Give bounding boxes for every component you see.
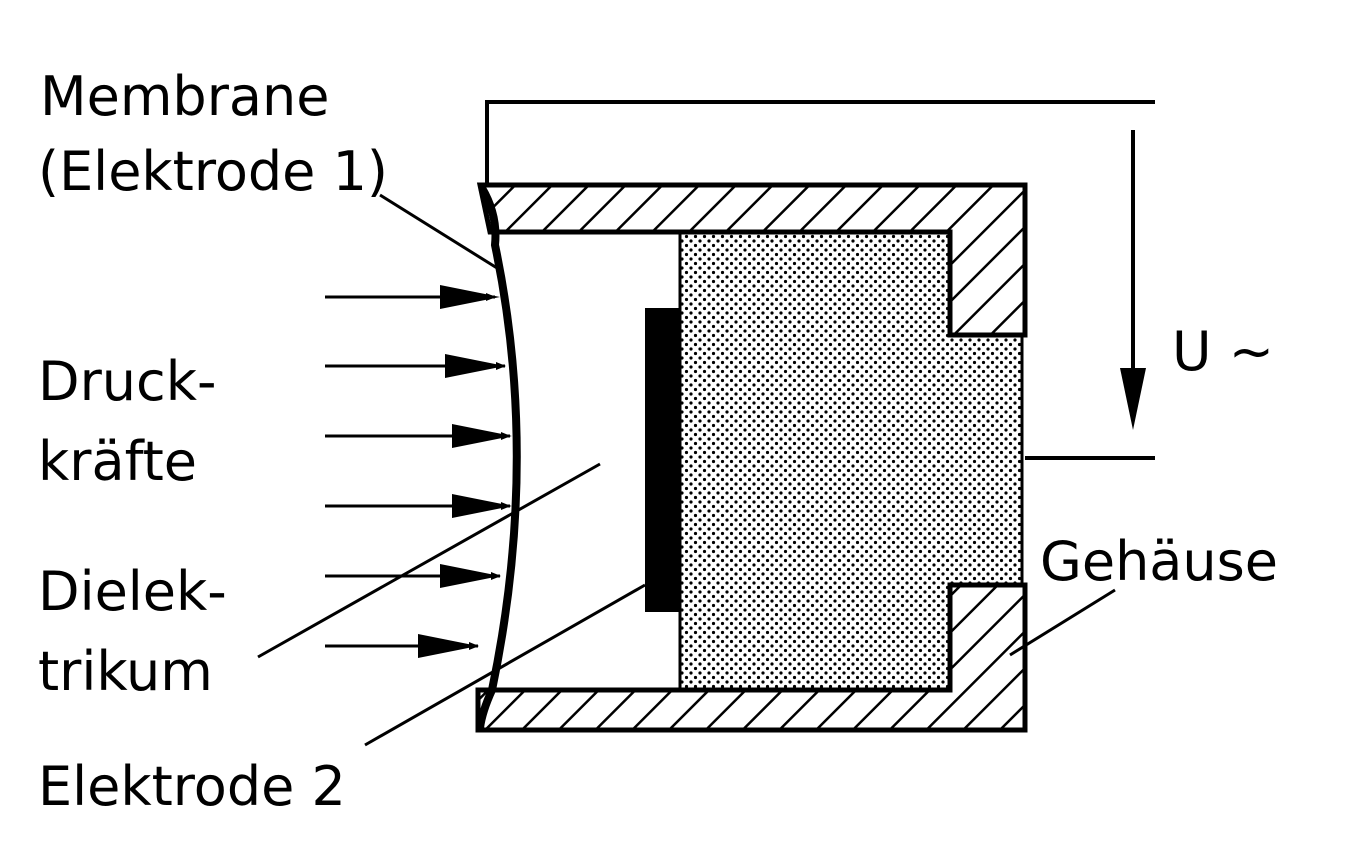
wiring bbox=[485, 100, 1155, 460]
label-elektrode2: Elektrode 2 bbox=[38, 755, 346, 818]
label-elektrode1: (Elektrode 1) bbox=[38, 140, 388, 203]
voltage-arrowhead bbox=[1120, 368, 1146, 430]
label-gehaeuse: Gehäuse bbox=[1040, 530, 1278, 593]
housing bbox=[476, 182, 1028, 338]
label-voltage: U ~ bbox=[1172, 320, 1274, 383]
label-kraefte: kräfte bbox=[38, 430, 197, 493]
arrowhead bbox=[445, 354, 505, 378]
label-druck: Druck- bbox=[38, 350, 216, 413]
label-membrane: Membrane bbox=[40, 65, 329, 128]
arrowhead bbox=[440, 564, 500, 588]
arrowhead bbox=[452, 424, 512, 448]
label-dielek: Dielek- bbox=[38, 560, 227, 623]
leader-dielektrikum bbox=[257, 462, 601, 659]
membrane bbox=[476, 185, 521, 729]
leader-elektrode2 bbox=[364, 583, 646, 747]
label-trikum: trikum bbox=[38, 640, 213, 703]
leader-membrane bbox=[379, 193, 498, 270]
arrowhead bbox=[440, 285, 500, 309]
electrode-2 bbox=[645, 308, 681, 612]
arrowhead bbox=[452, 494, 512, 518]
arrowhead bbox=[418, 634, 478, 658]
leader-gehaeuse bbox=[1009, 588, 1116, 657]
housing-lower bbox=[475, 582, 1028, 733]
pressure-arrows bbox=[325, 293, 511, 650]
top-wire bbox=[485, 100, 1155, 186]
